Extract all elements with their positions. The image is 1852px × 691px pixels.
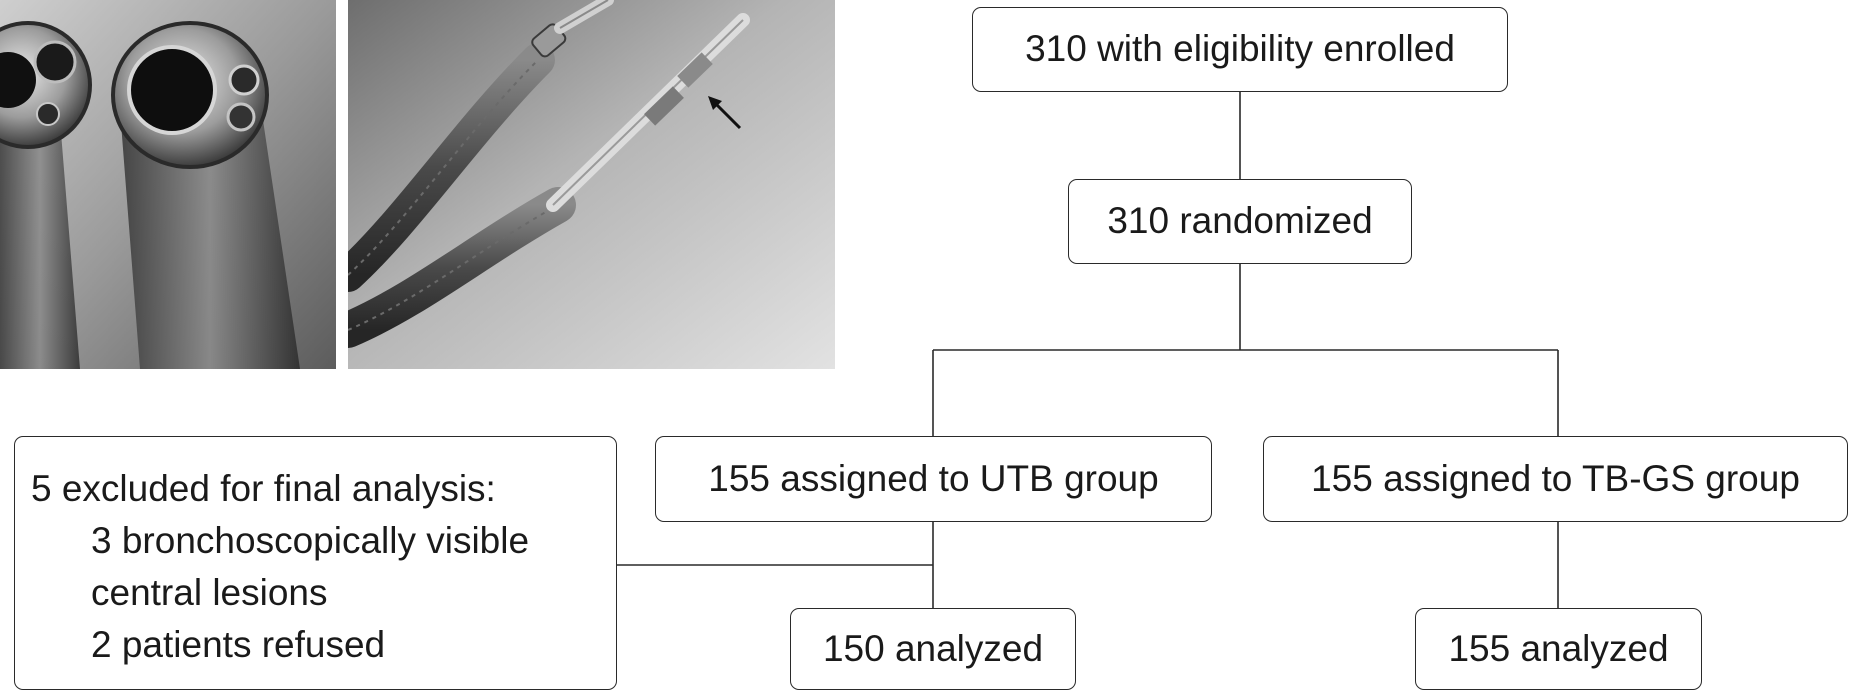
tbgs-group-label: 155 assigned to TB-GS group — [1311, 457, 1800, 499]
tbgs-group-box: 155 assigned to TB-GS group — [1263, 436, 1848, 522]
tbgs-analyzed-box: 155 analyzed — [1415, 608, 1702, 690]
enrolled-box: 310 with eligibility enrolled — [972, 7, 1508, 92]
randomized-box: 310 randomized — [1068, 179, 1412, 264]
randomized-label: 310 randomized — [1107, 200, 1373, 242]
bronchoscope-tips-photo — [0, 0, 336, 369]
utb-group-box: 155 assigned to UTB group — [655, 436, 1212, 522]
excluded-reason-1-line-2: central lesions — [91, 572, 328, 613]
utb-group-label: 155 assigned to UTB group — [708, 457, 1159, 499]
excluded-heading: 5 excluded for final analysis: — [31, 468, 496, 509]
tbgs-analyzed-label: 155 analyzed — [1448, 627, 1669, 669]
utb-analyzed-label: 150 analyzed — [822, 627, 1044, 669]
excluded-reason-2: 2 patients refused — [91, 624, 386, 665]
guide-sheath-instruments-photo — [348, 0, 835, 369]
utb-analyzed-box: 150 analyzed — [790, 608, 1076, 690]
excluded-reason-1-line-1: 3 bronchoscopically visible — [91, 520, 530, 561]
enrolled-label: 310 with eligibility enrolled — [1025, 28, 1455, 70]
excluded-box: 5 excluded for final analysis: 3 broncho… — [14, 436, 617, 690]
